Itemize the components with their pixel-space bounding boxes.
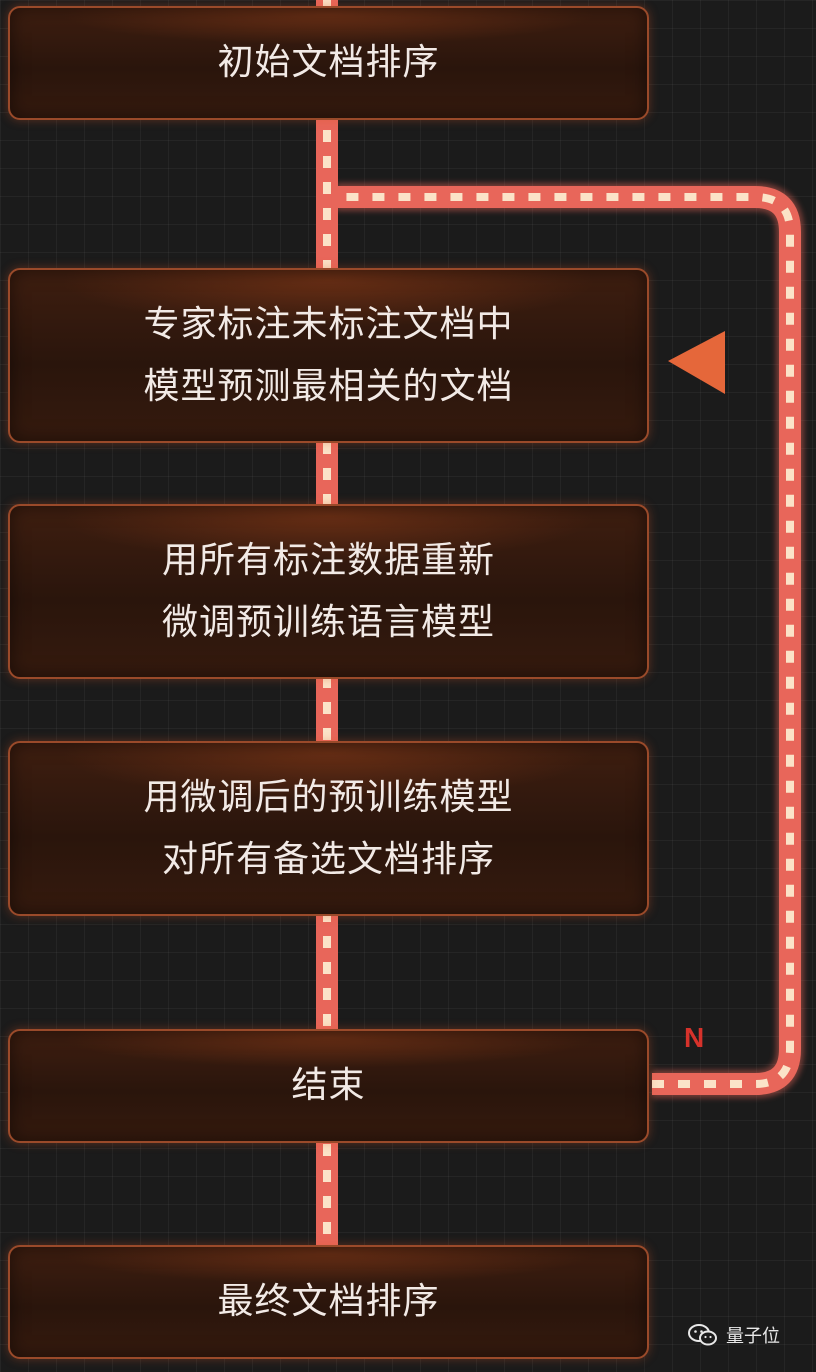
loop-arrow-icon (668, 331, 725, 394)
watermark-text: 量子位 (726, 1326, 780, 1347)
step-label: 结束 (291, 1065, 366, 1106)
step-label: 初始文档排序 (217, 42, 440, 83)
step-finetune-model: 用所有标注数据重新 微调预训练语言模型 (8, 504, 649, 679)
step-label: 模型预测最相关的文档 (143, 365, 514, 407)
step-label: 专家标注未标注文档中 (143, 303, 514, 345)
watermark: 量子位 (688, 1318, 780, 1352)
step-label: 对所有备选文档排序 (161, 838, 495, 880)
step-initial-ranking: 初始文档排序 (8, 6, 649, 120)
step-final-ranking: 最终文档排序 (8, 1245, 649, 1359)
step-label: 微调预训练语言模型 (161, 601, 495, 643)
step-label: 用所有标注数据重新 (161, 539, 495, 581)
step-rerank-documents: 用微调后的预训练模型 对所有备选文档排序 (8, 741, 649, 916)
step-label: 用微调后的预训练模型 (143, 776, 514, 818)
loop-label-n: N (684, 1022, 705, 1053)
step-expert-annotation: 专家标注未标注文档中 模型预测最相关的文档 (8, 268, 649, 443)
step-label: 最终文档排序 (217, 1281, 440, 1322)
step-end-decision: 结束 (8, 1029, 649, 1143)
loop-connector (336, 183, 804, 1098)
wechat-icon (688, 1323, 718, 1347)
